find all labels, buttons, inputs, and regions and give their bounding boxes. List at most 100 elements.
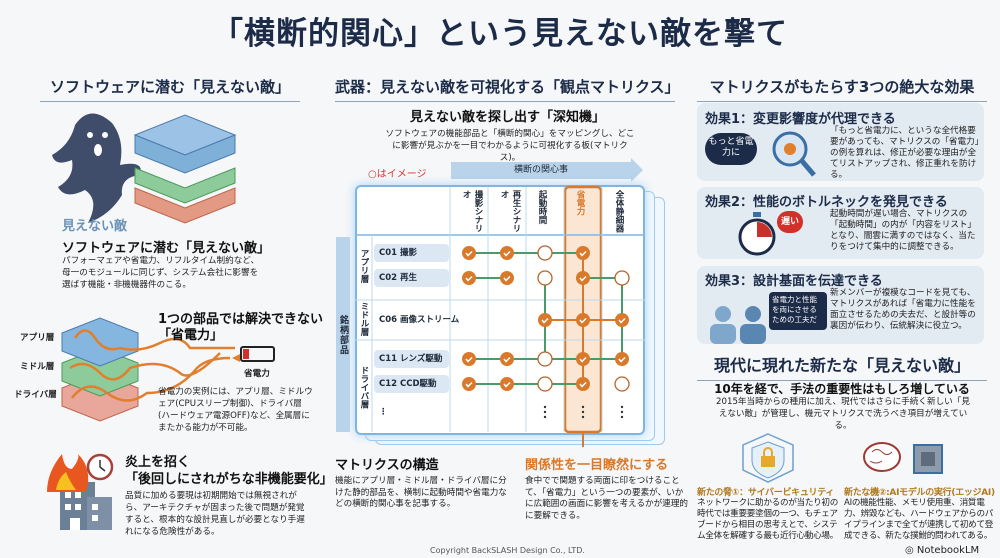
layer-label-middle: ミドル層 [20, 362, 55, 372]
structure-title: マトリクスの構造 [335, 458, 439, 473]
ellipsis-dot [581, 415, 585, 419]
relation-title: 関係性を一目瞭然にする [525, 458, 669, 473]
invisible-enemy-label: 見えない敵 [62, 219, 128, 234]
arrow-head-icon [631, 158, 643, 182]
slow-badge: 遅い [777, 211, 803, 233]
effect-2-body: 起動時間が遅い場合、マトリクスの「起動時間」の内が「内容をリスト」となり、闇雲に… [830, 209, 977, 252]
check-mark [462, 352, 476, 366]
check-mark [500, 352, 514, 366]
modern-body: 2015年当時からの種用に加え、現代ではさらに手続く新しい「見えない敵」が管理し… [716, 397, 970, 431]
modern-header: 現代に現れた新たな「見えない敵」 [697, 352, 987, 381]
threat-1-title: 新たの脅①：サイバービキュリティ [697, 488, 835, 498]
check-mark [538, 313, 552, 327]
security-shield-icon [742, 433, 794, 483]
check-mark [462, 271, 476, 285]
check-mark [500, 377, 514, 391]
column-axis-label: 横断の関心事 [513, 165, 568, 175]
matrix-row-label: C02 再生 [374, 269, 449, 287]
effect-2-title: 効果2：性能のボトルネックを発見できる [705, 195, 948, 210]
burning-building-icon [47, 453, 114, 530]
matrix-group-label: ドライバ層 [359, 366, 369, 409]
matrix-group-label: ミドル層 [359, 302, 369, 336]
ellipsis-dot [543, 410, 547, 414]
check-icon [618, 317, 626, 324]
matrix-group-label: アプリ層 [359, 249, 369, 283]
page-title: 「横断的関心」という見えない敵を撃て [212, 16, 788, 52]
left-subtitle: ソフトウェアに潜む「見えない敵」 [62, 241, 271, 256]
check-icon [541, 317, 549, 324]
ellipsis-dot [543, 415, 547, 419]
check-icon [465, 275, 473, 282]
open-mark [614, 270, 630, 286]
stopwatch-icon [738, 212, 776, 256]
ellipsis-dot [581, 405, 585, 409]
check-mark [615, 352, 629, 366]
check-mark [462, 377, 476, 391]
ellipsis-dot [620, 405, 624, 409]
check-mark [500, 271, 514, 285]
check-icon [465, 356, 473, 363]
power-flow-diagram [61, 317, 240, 422]
check-icon [503, 381, 511, 388]
power-title-2: 「省電力」 [158, 328, 224, 343]
brain-chip-icon [863, 442, 943, 474]
matrix-row-label: C11 レンズ駆動 [374, 350, 449, 368]
threat-1-body: ネットワークに助かるのが当たり初の時代では重要要塗個の一つ、もチェアブードから相… [697, 498, 838, 541]
check-icon [503, 275, 511, 282]
ellipsis-dot [620, 410, 624, 414]
check-icon [579, 250, 587, 257]
right-section-header: マトリクスがもたらす3つの絶大な効果 [697, 76, 987, 102]
layer-label-driver: ドライバ層 [14, 390, 57, 400]
speech-bubble: 省電力と性能を両にさせるための工夫だ [769, 292, 827, 330]
check-mark [576, 246, 590, 260]
structure-body: 機能にアプリ層・ミドル層・ドライバ層に分けた静的部品を、横制に起動時間や省電力な… [335, 476, 507, 509]
check-icon [579, 381, 587, 388]
check-icon [465, 381, 473, 388]
matrix-row-label: C12 CCD駆動 [374, 375, 449, 393]
matrix-subtitle: 見えない敵を探し出す「深知機」 [409, 110, 605, 125]
matrix-row-label: C01 撮影 [374, 244, 449, 262]
left-body: パフォーマェアや省電力、リフルタイム制約など、母一のモジュールに同じず、システム… [62, 256, 260, 290]
engineers-icon [710, 306, 766, 344]
effect-3-body: 新メンバーが複模なコードを見ても、マトリクスがあれば「省電力に性能を面立させるた… [830, 288, 976, 331]
matrix-column-header: 再生シナリオ [499, 190, 521, 233]
check-mark [462, 246, 476, 260]
open-mark [537, 376, 553, 392]
open-mark [537, 245, 553, 261]
check-mark [576, 271, 590, 285]
check-icon [465, 250, 473, 257]
thought-bubble: もっと省電力に [705, 133, 757, 165]
magnifier-icon [772, 131, 816, 177]
matrix-grid [355, 185, 645, 447]
power-body: 省電力の実例には、アプリ層、ミドルウェア(CPUスリープ制御)、ドライバ層(ハー… [158, 387, 313, 433]
fire-title-2: 「後回しにされがちな非機能要化」 [125, 472, 333, 487]
check-icon [579, 356, 587, 363]
low-battery-icon [240, 346, 275, 362]
check-icon [618, 356, 626, 363]
image-note: ○はイメージ [368, 169, 427, 180]
row-axis-arrow [336, 237, 350, 432]
ghost-layers-illustration [52, 113, 237, 224]
check-mark [500, 246, 514, 260]
left-section-header: ソフトウェアに潜む「見えない敵」 [40, 76, 300, 102]
matrix-column-header: 起動時間 [537, 190, 547, 224]
fire-title-1: 炎上を招く [125, 455, 191, 470]
open-mark [614, 376, 630, 392]
fire-body: 品質に加める要現は初期開始では無視されがら、アーキテクチャが固まった後で問題が発… [125, 491, 305, 537]
check-icon [503, 356, 511, 363]
row-axis-label: 銘柄部品 [338, 315, 348, 355]
effect-1-body: 「もっと省電力に、というな全代格要要があっても、マトリクスの「省電力」の例を算れ… [830, 126, 980, 180]
matrix-description: ソフトウェアの機能部品と「横断的関心」をマッピングし、どこに影響が見ぶかを一目で… [385, 129, 635, 163]
effect-card-1: 効果1：変更影響度が代理できる もっと省電力に 「もっと省電力に、というな全代格… [697, 103, 984, 181]
check-mark [615, 313, 629, 327]
threat-2-title: 新たな機②:AIモデルの実行(エッジAI) [844, 488, 995, 498]
notebooklm-brand: ◎ NotebookLM [905, 545, 980, 556]
check-mark [576, 352, 590, 366]
threat-2-body: AIの機能性能、メモリ使用重、消質電力、辨毀なども、ハードウェアからのパイプライ… [844, 498, 994, 541]
open-mark [537, 351, 553, 367]
matrix-row-label: ⋮ [379, 407, 388, 417]
matrix-column-header: 全体静細器 [614, 190, 624, 233]
check-mark [576, 313, 590, 327]
ellipsis-dot [581, 410, 585, 414]
check-icon [579, 275, 587, 282]
